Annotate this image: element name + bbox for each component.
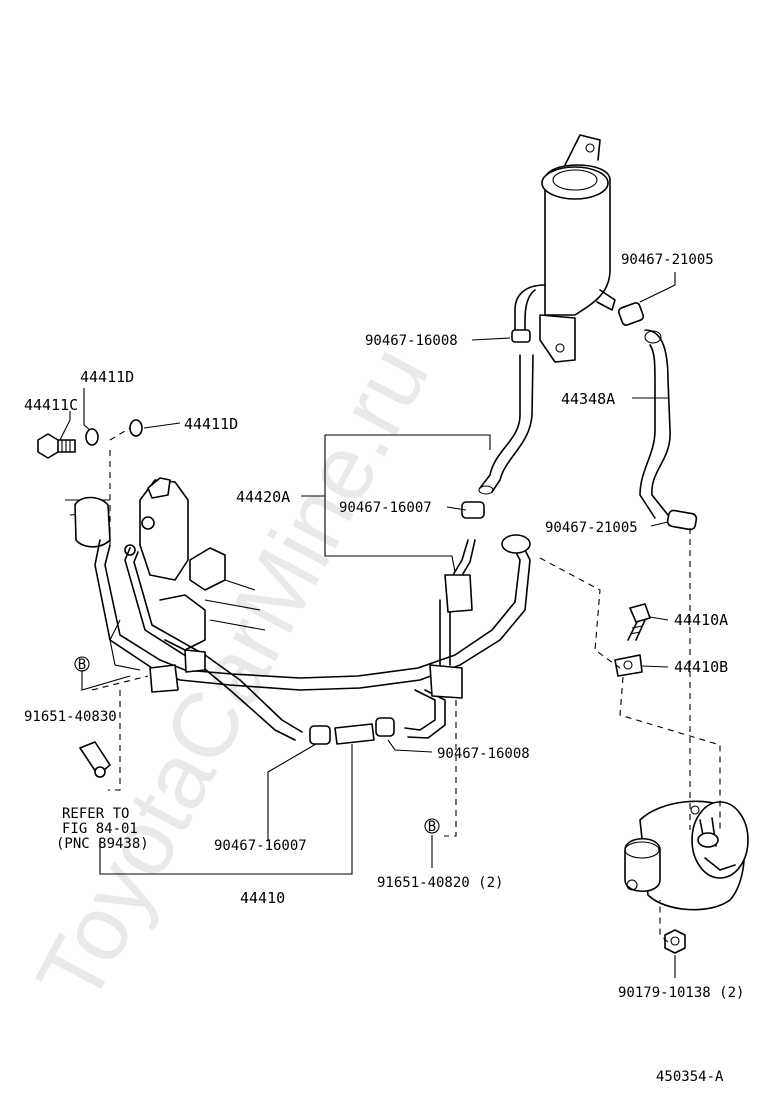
bolt-marker-bottom: B	[424, 818, 440, 835]
bolt-44410A	[627, 603, 651, 641]
label-90467-16008-bottom: 90467-16008	[437, 746, 530, 762]
label-90467-16007-bottom: 90467-16007	[214, 838, 307, 854]
refer-note-line1: REFER TO	[62, 806, 129, 822]
refer-note-line3: (PNC 89438)	[56, 836, 149, 852]
pressure-tube-44410	[94, 534, 531, 741]
label-90467-21005-mid: 90467-21005	[545, 520, 638, 536]
gasket-44411D-right	[129, 419, 143, 437]
label-90467-21005-top: 90467-21005	[621, 252, 714, 268]
bolt-marker-left: B	[74, 656, 90, 673]
clamp-90467-16008-bottom	[375, 717, 395, 737]
tube-clamp-left	[149, 649, 206, 693]
pressure-switch	[79, 741, 111, 778]
tube-bracket-lower	[429, 664, 463, 699]
suction-hose-44348A	[639, 329, 671, 519]
gasket-44411D-left	[85, 428, 99, 446]
label-91651-40820: 91651-40820 (2)	[377, 875, 503, 891]
tube-bracket-upper	[444, 574, 473, 613]
label-44410B: 44410B	[674, 658, 728, 676]
leader-lines	[59, 272, 676, 978]
label-44410A: 44410A	[674, 611, 728, 629]
label-44348A: 44348A	[561, 390, 615, 408]
label-44410: 44410	[240, 889, 285, 907]
dashed-alignment-lines	[91, 427, 721, 943]
clamp-90467-16008-top	[511, 329, 531, 343]
svg-text:B: B	[78, 657, 86, 673]
figure-id: 450354-A	[656, 1069, 724, 1085]
svg-text:B: B	[428, 819, 436, 835]
refer-note-line2: FIG 84-01	[62, 821, 138, 837]
hose-44410-lower	[334, 723, 375, 745]
union-bolt-44411C	[37, 433, 76, 459]
power-steering-pump	[624, 800, 749, 911]
label-90179-10138: 90179-10138 (2)	[618, 985, 744, 1001]
clamp-90467-21005-mid	[666, 509, 698, 531]
label-44411D-top: 44411D	[80, 368, 134, 386]
label-44411D-right: 44411D	[184, 415, 238, 433]
return-hose-44420A	[478, 354, 534, 495]
label-91651-40830: 91651-40830	[24, 709, 117, 725]
nut-90179-10138	[664, 929, 686, 954]
clamp-90467-16007-mid	[461, 501, 485, 519]
label-90467-16008-top: 90467-16008	[365, 333, 458, 349]
clamp-90467-21005-top	[617, 302, 645, 326]
label-90467-16007-mid: 90467-16007	[339, 500, 432, 516]
reservoir-tank	[514, 134, 616, 363]
label-44420A: 44420A	[236, 488, 290, 506]
label-44411C: 44411C	[24, 396, 78, 414]
clip-44410B	[614, 654, 643, 677]
clamp-90467-16007-bottom	[309, 725, 331, 745]
